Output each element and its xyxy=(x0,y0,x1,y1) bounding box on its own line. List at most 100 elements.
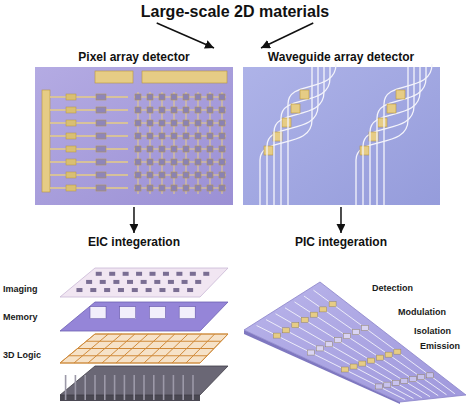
photonic-device xyxy=(359,361,366,366)
node-heading: Large-scale 2D materials xyxy=(137,2,334,22)
pixel xyxy=(154,280,160,284)
layer-label: Memory xyxy=(3,312,38,322)
photonic-device xyxy=(329,302,336,307)
pixel xyxy=(147,107,153,113)
pixel xyxy=(219,172,225,178)
pixel xyxy=(183,172,189,178)
photonic-device xyxy=(368,358,375,363)
photonic-device xyxy=(361,325,368,330)
pixel xyxy=(159,172,165,178)
photonic-device xyxy=(418,375,425,380)
detector-pad xyxy=(387,104,396,113)
pixel xyxy=(171,185,177,191)
pixel xyxy=(207,159,213,165)
pixel xyxy=(159,133,165,139)
pixel-device xyxy=(66,172,76,178)
chip-surface xyxy=(244,282,466,402)
photonic-device xyxy=(343,334,350,339)
detector-pad xyxy=(378,118,387,127)
photonic-device xyxy=(426,373,433,378)
function-label: Isolation xyxy=(414,326,451,336)
waveguide xyxy=(276,314,422,398)
pixel xyxy=(159,94,165,100)
pixel xyxy=(147,146,153,152)
function-label: Emission xyxy=(420,341,460,351)
pixel xyxy=(183,107,189,113)
pixel xyxy=(195,107,201,113)
arrow-connector xyxy=(157,23,214,48)
pixel xyxy=(203,272,209,276)
pixel-device xyxy=(66,120,76,126)
pixel xyxy=(171,146,177,152)
eic-stack xyxy=(60,268,228,401)
panel-node: Pixel array detector xyxy=(34,49,234,206)
node-heading: EIC integeration xyxy=(84,234,184,250)
waveguide-panel xyxy=(243,67,440,205)
pixel xyxy=(176,272,182,276)
pixel xyxy=(207,146,213,152)
function-label: Modulation xyxy=(398,307,446,317)
pixel-device xyxy=(66,146,76,152)
stage-node: EIC integeration xyxy=(84,234,184,250)
mesh-wire xyxy=(95,334,228,335)
pixel xyxy=(147,172,153,178)
pixel xyxy=(147,185,153,191)
via-pillar xyxy=(192,375,194,400)
arrow-connector xyxy=(133,207,135,233)
pixel-device xyxy=(96,185,106,191)
pixel xyxy=(104,288,110,292)
pixel xyxy=(207,94,213,100)
detector-pad xyxy=(264,146,273,155)
waveguide xyxy=(288,64,336,205)
node-heading: PIC integeration xyxy=(291,234,391,250)
pixel-device xyxy=(96,107,106,113)
via-pillar xyxy=(94,375,96,400)
pixel xyxy=(135,172,141,178)
waveguide xyxy=(384,64,432,205)
pixel xyxy=(195,133,201,139)
photonic-device xyxy=(341,367,348,372)
pixel-device xyxy=(66,107,76,113)
mesh-wire xyxy=(60,363,200,364)
pixel xyxy=(127,280,133,284)
pixel xyxy=(171,94,177,100)
pixel-device xyxy=(66,159,76,165)
pixel xyxy=(207,172,213,178)
wire xyxy=(50,174,128,176)
pixel-device xyxy=(96,133,106,139)
pixel xyxy=(183,159,189,165)
via-pillar xyxy=(65,375,67,400)
photonic-device xyxy=(325,342,332,347)
stage-node: PIC integeration xyxy=(291,234,391,250)
pixel xyxy=(147,133,153,139)
contact-pad xyxy=(142,71,227,83)
layer-side xyxy=(60,395,200,401)
node-heading: Pixel array detector xyxy=(34,49,234,65)
pixel xyxy=(141,280,147,284)
pixel xyxy=(183,133,189,139)
mesh-wire xyxy=(86,341,221,342)
pixel-device xyxy=(66,133,76,139)
pixel-device xyxy=(66,94,76,100)
pixel xyxy=(183,146,189,152)
pixel-device xyxy=(96,94,106,100)
pixel xyxy=(171,107,177,113)
waveguide-array xyxy=(260,64,432,205)
wire xyxy=(50,109,128,111)
pixel xyxy=(150,272,156,276)
pixel xyxy=(171,172,177,178)
wire xyxy=(50,96,128,98)
pixel xyxy=(135,120,141,126)
photonic-device xyxy=(385,352,392,357)
logic-mesh-layer xyxy=(60,334,228,363)
detector-pad xyxy=(396,90,405,99)
memory-block xyxy=(149,307,165,319)
photonic-device xyxy=(334,338,341,343)
pixel xyxy=(135,185,141,191)
wire xyxy=(50,148,128,150)
waveguide xyxy=(285,308,430,397)
pixel xyxy=(219,185,225,191)
pixel xyxy=(207,107,213,113)
photonic-device xyxy=(292,323,299,328)
photonic-device xyxy=(401,378,408,383)
